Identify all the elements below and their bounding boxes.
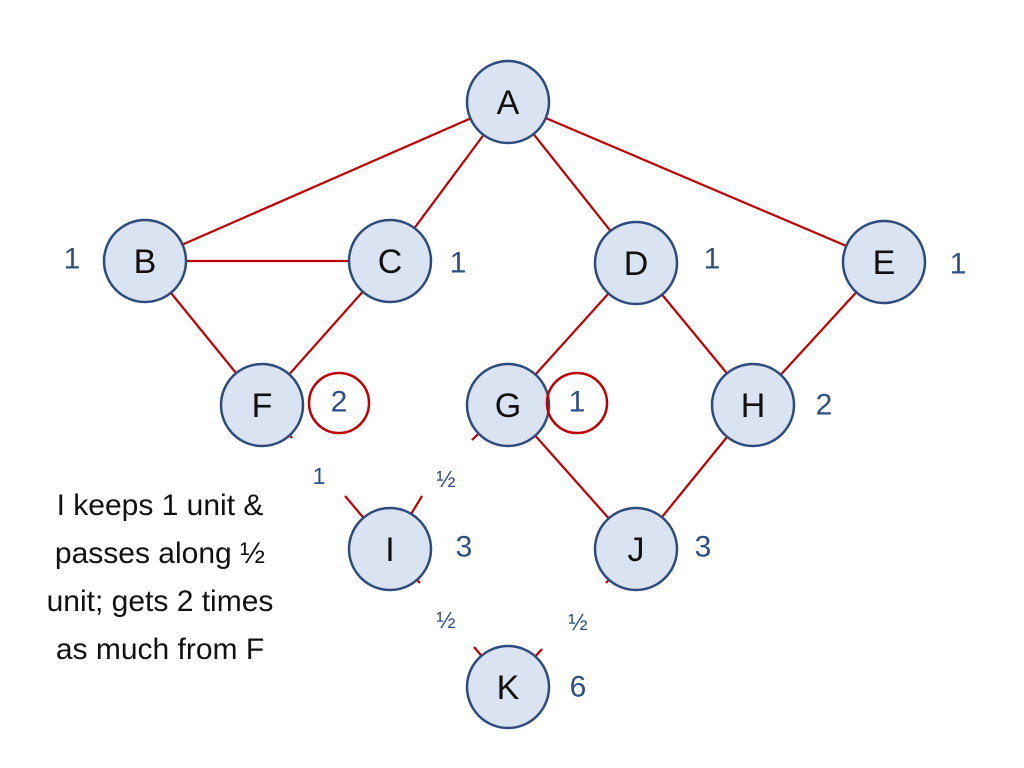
node-e: E (841, 219, 927, 305)
nodes-layer: A B C D E F G H I J K (102, 59, 927, 730)
edge-label-j-k: ½ (568, 609, 587, 635)
count-label-k: 6 (570, 671, 587, 704)
node-circle-g (465, 362, 551, 448)
node-h: H (710, 362, 796, 448)
node-d: D (593, 220, 679, 306)
highlight-circle-g (545, 371, 609, 435)
labels-layer: 1 ½ ½ ½ 1 1 1 1 2 1 2 3 3 6 (64, 243, 967, 704)
node-label-h: H (741, 387, 766, 425)
count-label-b: 1 (64, 243, 81, 276)
node-label-a: A (497, 84, 520, 122)
node-g: G (465, 362, 551, 448)
count-label-d: 1 (704, 243, 721, 276)
edge-label-i-k: ½ (436, 607, 455, 633)
count-label-c: 1 (450, 247, 467, 280)
node-circle-e (841, 219, 927, 305)
edge-a-e (507, 100, 885, 264)
node-circle-c (347, 218, 433, 304)
node-b: B (102, 218, 188, 304)
count-label-h: 2 (816, 389, 833, 422)
node-circle-i (347, 506, 433, 592)
node-circle-f (219, 362, 305, 448)
node-label-e: E (873, 244, 896, 282)
note-line-3: unit; gets 2 times (46, 585, 274, 618)
edge-label-g-i: ½ (436, 466, 455, 492)
edge-a-b (144, 100, 509, 263)
node-f: F (219, 362, 305, 448)
note-line-2: passes along ½ (54, 537, 266, 570)
node-label-c: C (378, 243, 403, 281)
count-label-f: 2 (331, 386, 348, 419)
node-k: K (465, 644, 551, 730)
node-label-i: I (385, 531, 394, 569)
explanation-note: I keeps 1 unit & passes along ½ unit; ge… (0, 482, 320, 674)
count-label-e: 1 (950, 248, 967, 281)
node-circle-j (593, 506, 679, 592)
note-line-4: as much from F (55, 633, 265, 666)
node-label-d: D (624, 245, 649, 283)
node-a: A (465, 59, 551, 145)
node-j: J (593, 506, 679, 592)
edge-label-f-i: 1 (313, 463, 326, 489)
count-label-g: 1 (569, 386, 586, 419)
node-label-b: B (134, 243, 157, 281)
node-circle-k (465, 644, 551, 730)
count-label-j: 3 (695, 531, 712, 564)
node-circle-h (710, 362, 796, 448)
node-label-f: F (252, 387, 273, 425)
node-c: C (347, 218, 433, 304)
node-circle-d (593, 220, 679, 306)
node-circle-a (465, 59, 551, 145)
node-label-j: J (628, 531, 645, 569)
count-label-i: 3 (456, 531, 473, 564)
node-circle-b (102, 218, 188, 304)
highlight-circle-f (307, 371, 371, 435)
node-label-k: K (497, 669, 520, 707)
note-line-1: I keeps 1 unit & (56, 489, 264, 522)
node-i: I (347, 506, 433, 592)
node-label-g: G (495, 387, 521, 425)
